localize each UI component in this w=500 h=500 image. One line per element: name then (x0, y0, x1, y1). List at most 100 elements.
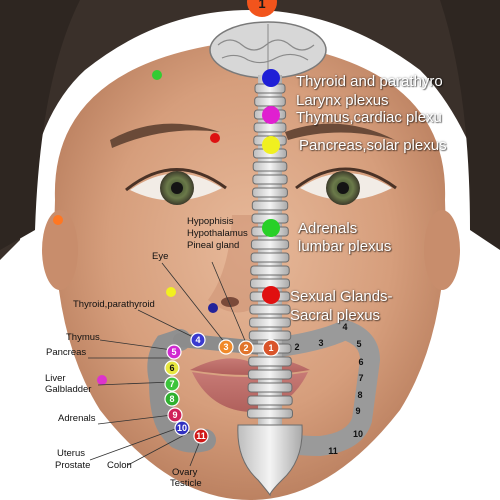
vertebra (247, 369, 293, 380)
colon-markers (164, 332, 280, 444)
spine (237, 75, 303, 497)
label-lumbar-plexus: lumbar plexus (298, 238, 392, 255)
spine-point-thyroid (262, 69, 280, 87)
label-pancreas-solar: Pancreas,solar plexus (299, 137, 447, 154)
colon-number-8: 8 (169, 394, 175, 404)
colon-number-right-8: 8 (357, 390, 363, 400)
colon-left (147, 329, 216, 453)
colon-marker-6 (164, 360, 180, 376)
right-ear (424, 210, 460, 290)
sacrum (237, 424, 303, 497)
label-hypothalamus: Hypothalamus (187, 228, 248, 239)
colon-marker-10 (174, 420, 190, 436)
label-testicle: Testicle (170, 478, 202, 489)
colon-number-right-9: 9 (355, 406, 361, 416)
leader-lines (88, 261, 247, 467)
label-thymus: Thymus (66, 332, 100, 343)
label-sacral-plexus: Sacral plexus (290, 307, 381, 324)
label-prostate: Prostate (55, 460, 91, 471)
colon-number-6: 6 (169, 363, 175, 373)
label-thyroid-parathyroid-small: Thyroid,parathyroid (73, 299, 155, 310)
colon-number-5: 5 (171, 347, 177, 357)
label-uterus: Uterus (57, 448, 85, 459)
vertebra (253, 122, 287, 133)
vertebra (250, 239, 290, 250)
colon-marker-8 (164, 391, 180, 407)
hair-right (440, 0, 500, 250)
right-eyebrow (285, 123, 395, 140)
vertebra (252, 187, 288, 198)
label-liver: Liver (45, 373, 66, 384)
colon-marker-9 (167, 407, 183, 423)
label-sexual-glands: Sexual Glands- (290, 288, 393, 305)
colon-marker-11 (193, 428, 209, 444)
colon-number-right-3: 3 (318, 338, 324, 348)
label-thymus-cardiac: Thymus,cardiac plexu (296, 109, 442, 126)
colon-number-9: 9 (172, 410, 178, 420)
label-thyroid-parathyroid: Thyroid and parathyro (296, 73, 443, 90)
label-adrenals-small: Adrenals (58, 413, 96, 424)
vertebra (247, 382, 293, 393)
vertebra (247, 408, 293, 419)
spine-point-sexual-glands (262, 286, 280, 304)
label-galbladder: Galbladder (45, 384, 92, 395)
label-pineal-gland: Pineal gland (187, 240, 240, 251)
colon-marker-5 (166, 344, 182, 360)
colon-number-right-10: 10 (352, 429, 363, 439)
colon-number-3: 3 (223, 342, 229, 352)
colon-number-11: 11 (196, 431, 206, 441)
colon-number-10: 10 (176, 423, 187, 433)
vertebra (250, 252, 290, 263)
colon-marker-3 (218, 339, 234, 355)
right-pupil (337, 182, 349, 194)
colon-number-right-6: 6 (358, 357, 364, 367)
vertebra (249, 317, 291, 328)
vertebra (252, 161, 288, 172)
left-nostril (221, 297, 239, 307)
colon-number-2: 2 (243, 343, 249, 353)
label-pancreas: Pancreas (46, 347, 87, 358)
label-larynx-plexus: Larynx plexus (296, 92, 389, 109)
face-point-magenta (97, 375, 107, 385)
vertebra (254, 96, 286, 107)
face-point-orange (53, 215, 63, 225)
colon-marker-2 (238, 340, 254, 356)
colon-number-7: 7 (169, 379, 175, 389)
spine-column (258, 75, 282, 425)
colon-marker-7 (164, 376, 180, 392)
left-pupil (171, 182, 183, 194)
left-eyelid (125, 168, 227, 192)
colon-marker-4 (190, 332, 206, 348)
brain-folds (217, 39, 315, 64)
colon-number-1: 1 (268, 343, 274, 353)
vertebra (247, 395, 293, 406)
face-point-yellow (166, 287, 176, 297)
vertebra (251, 200, 289, 211)
vertebra (250, 265, 290, 276)
face-point-green (152, 70, 162, 80)
spine-point-adrenals (262, 219, 280, 237)
label-adrenals: Adrenals (298, 220, 358, 237)
top-marker-number: 1 (258, 0, 266, 11)
face-point-navy (208, 303, 218, 313)
vertebra (248, 330, 292, 341)
colon-number-right-5: 5 (356, 339, 362, 349)
label-ovary: Ovary (172, 467, 198, 478)
left-ear (42, 210, 78, 290)
spine-point-pancreas (262, 136, 280, 154)
hair-left (0, 0, 80, 250)
label-eye: Eye (152, 251, 169, 262)
left-eyebrow (110, 123, 220, 148)
colon-number-right-4: 4 (342, 322, 348, 332)
colon-number-right-11: 11 (328, 446, 338, 456)
colon-number-right-7: 7 (358, 373, 364, 383)
right-eyelid (295, 167, 397, 190)
top-marker (247, 0, 277, 17)
vertebra (249, 304, 291, 315)
face-point-red (210, 133, 220, 143)
label-hypophisis: Hypophisis (187, 216, 234, 227)
colon-marker-1 (262, 339, 280, 357)
spine-point-thymus (262, 106, 280, 124)
